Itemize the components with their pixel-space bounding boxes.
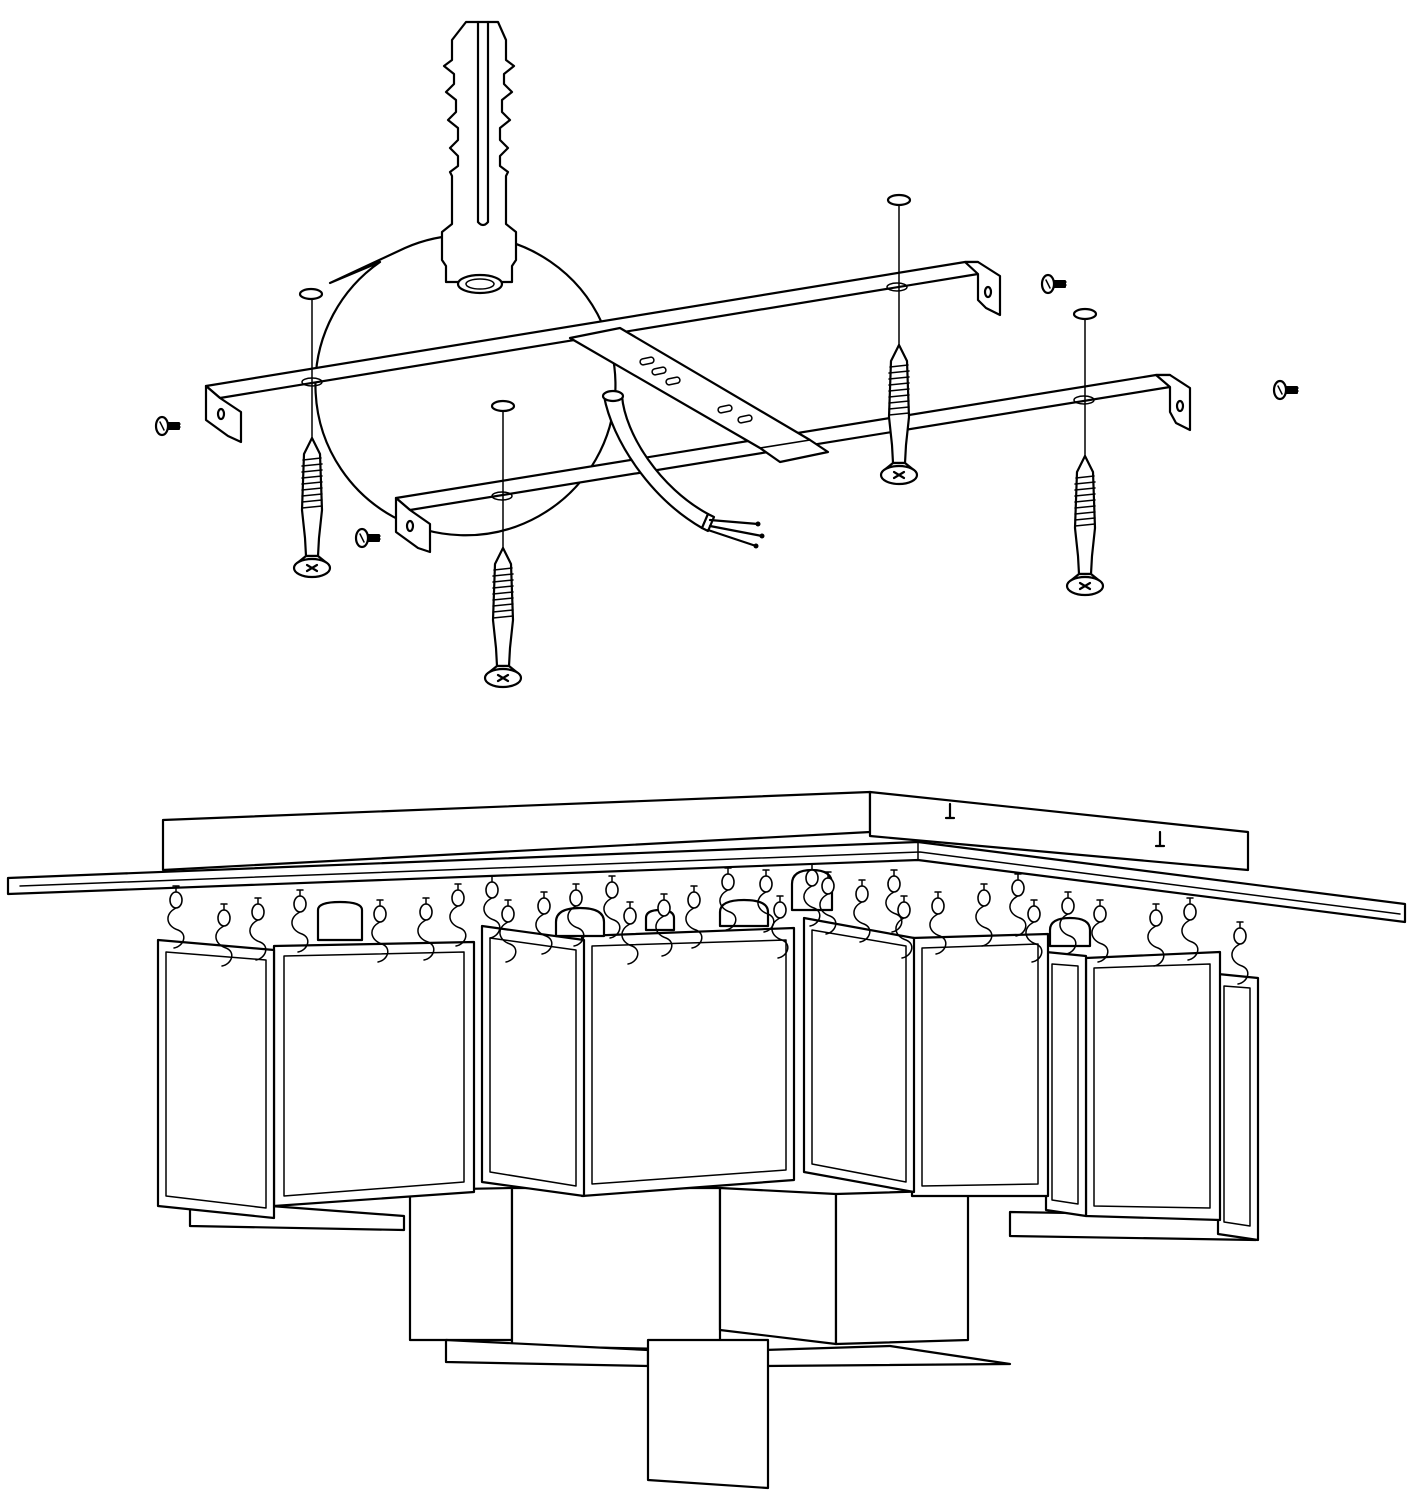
guide-line: [311, 204, 1086, 553]
glass-panel: [156, 916, 1260, 1242]
lower-panel-tier: [188, 1186, 1258, 1490]
ceiling-canopy: [161, 790, 1250, 872]
wall-plug-icon: [440, 20, 518, 295]
wall-plug-detail-callout: [314, 20, 617, 537]
cross-strap: [568, 326, 830, 464]
mounting-bracket-back: [204, 260, 1002, 444]
mounting-plate: [6, 840, 1407, 924]
power-cable: [601, 389, 765, 549]
strap-slot: [639, 356, 753, 424]
